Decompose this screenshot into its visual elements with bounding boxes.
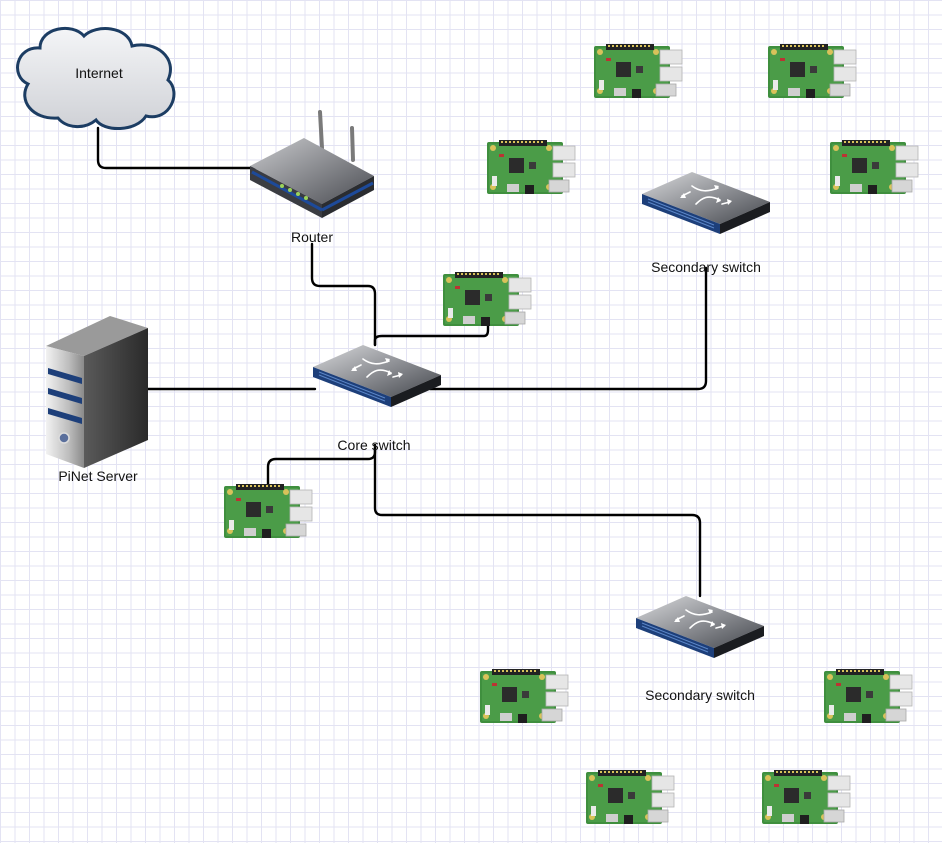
raspberry-pi-board-icon [761, 769, 851, 825]
core-switch-label: Core switch [337, 437, 410, 453]
link-core-secondary-top [428, 266, 708, 391]
internet-node: Internet [16, 26, 176, 131]
router-label: Router [291, 229, 333, 245]
server-icon [46, 316, 148, 468]
raspberry-pi-board-icon [486, 139, 576, 195]
secondary-switch-bottom-node: Secondary switch [635, 595, 765, 703]
router-icon [250, 110, 374, 218]
server-node: PiNet Server [46, 316, 148, 484]
link-core-rpi-center [373, 320, 490, 347]
secondary-switch-top-node: Secondary switch [641, 171, 771, 275]
raspberry-pi-board-icon [223, 483, 313, 539]
raspberry-pi-board-icon [442, 271, 532, 327]
internet-label: Internet [75, 65, 123, 81]
switch-icon [312, 344, 442, 408]
link-core-secondary-bottom [373, 448, 702, 598]
switch-icon [641, 171, 771, 235]
secondary-switch-top-label: Secondary switch [651, 259, 761, 275]
raspberry-pi-board-icon [593, 43, 683, 99]
link-internet-router [96, 126, 257, 170]
raspberry-pi-board-icon [479, 668, 569, 724]
raspberry-pi-board-icon [767, 43, 857, 99]
raspberry-pi-board-icon [829, 139, 919, 195]
server-label: PiNet Server [58, 468, 138, 484]
cloud-icon [16, 26, 176, 131]
secondary-switch-bottom-label: Secondary switch [645, 687, 755, 703]
raspberry-pi-board-icon [585, 769, 675, 825]
connections [96, 126, 708, 598]
link-router-core [310, 242, 377, 347]
switch-icon [635, 595, 765, 659]
core-switch-node: Core switch [312, 344, 442, 453]
router-node: Router [250, 110, 374, 245]
raspberry-pi-board-icon [823, 668, 913, 724]
